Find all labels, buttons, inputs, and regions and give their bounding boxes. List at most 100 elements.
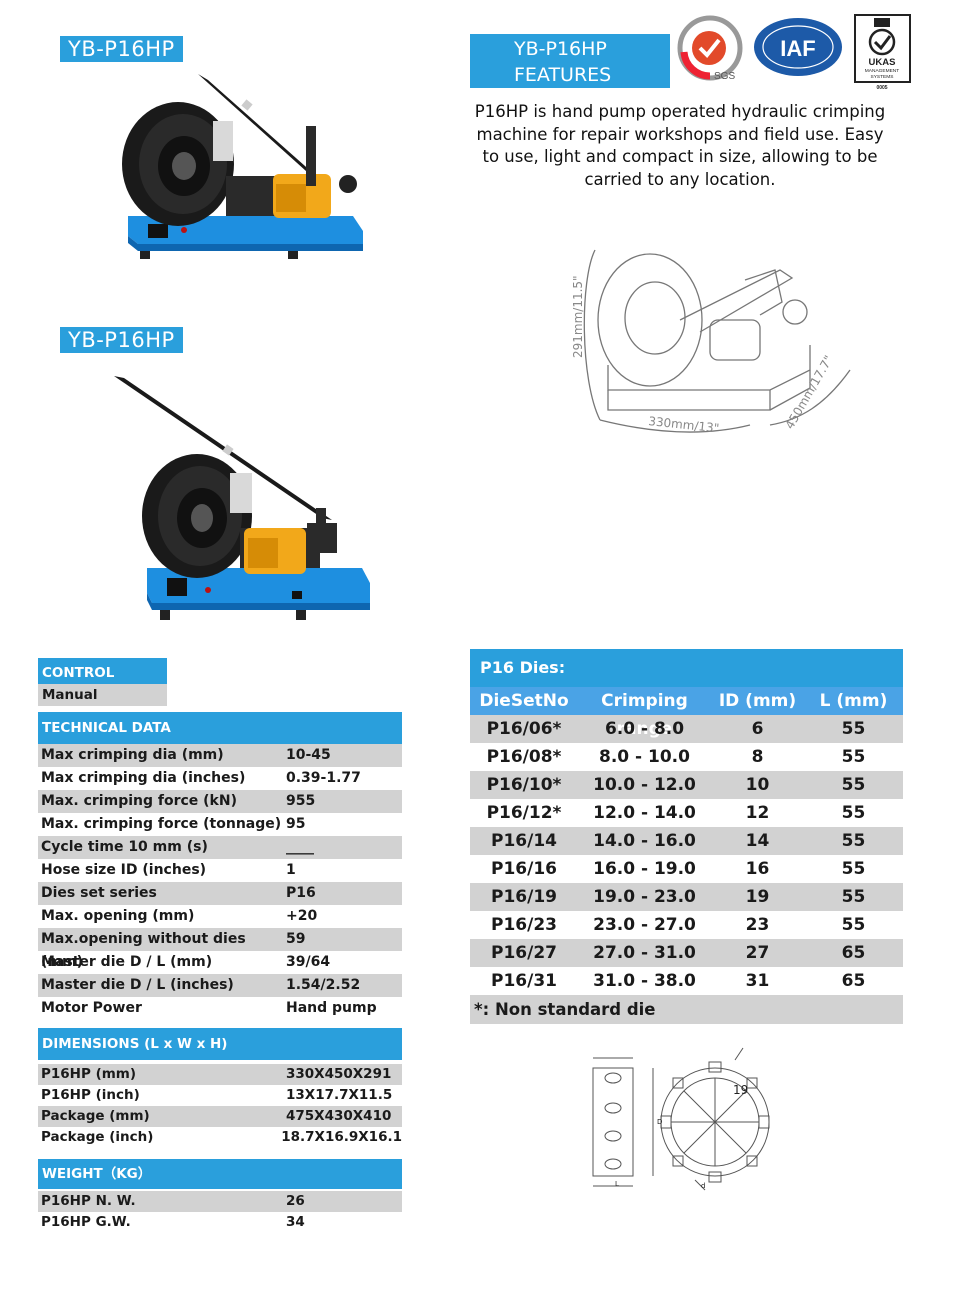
- iaf-certification-logo: IAF: [752, 16, 844, 78]
- dies-cell: P16/27: [491, 943, 557, 963]
- spec-key: P16HP (mm): [41, 1066, 137, 1082]
- spec-key: Max. crimping force (kN): [41, 793, 237, 809]
- dies-cell: 23.0 - 27.0: [593, 915, 696, 935]
- spec-key: Max.opening without dies (mm): [41, 931, 246, 970]
- spec-value: 13X17.7X11.5: [286, 1087, 393, 1103]
- dies-cell: 16: [745, 859, 770, 879]
- spec-row: P16HP G.W.34: [38, 1212, 402, 1233]
- features-title-line1: YB-P16HP: [514, 38, 607, 60]
- die-technical-drawing: 19 D L d: [585, 1040, 785, 1200]
- specification-table: CONTROL Manual TECHNICAL DATA Max crimpi…: [38, 658, 402, 1233]
- spec-key: Master die D / L (inches): [41, 977, 234, 993]
- dies-table: P16 Dies: DieSetNo Crimping range ID (mm…: [470, 649, 903, 1024]
- dies-cell: P16/12*: [486, 803, 562, 823]
- dies-cell: P16/23: [491, 915, 557, 935]
- spec-row: P16HP (inch)13X17.7X11.5: [38, 1085, 402, 1106]
- features-description: P16HP is hand pump operated hydraulic cr…: [474, 102, 886, 189]
- dies-title: P16 Dies:: [470, 649, 903, 687]
- dies-cell: 55: [841, 859, 866, 879]
- dies-cell: P16/31: [491, 971, 557, 991]
- spec-row: Master die D / L (mm) 39/64: [38, 951, 402, 974]
- spec-key: Master die D / L (mm): [41, 954, 213, 970]
- spec-key: Cycle time 10 mm (s): [41, 839, 208, 855]
- dies-cell: 31.0 - 38.0: [593, 971, 696, 991]
- spec-key: Dies set series: [41, 885, 157, 901]
- spec-row: Max. crimping force (tonnage)95: [38, 813, 402, 836]
- spec-row: Max crimping dia (mm)10-45: [38, 744, 402, 767]
- ukas-number-text: 0005: [876, 85, 887, 90]
- spec-value: 330X450X291: [286, 1066, 392, 1082]
- technical-data-header: TECHNICAL DATA: [38, 712, 402, 744]
- dies-header-row: DieSetNo Crimping range ID (mm) L (mm): [470, 687, 903, 739]
- dies-cell: 14.0 - 16.0: [593, 831, 696, 851]
- weight-header: WEIGHT（KG）: [38, 1159, 402, 1189]
- spec-value: 0.39-1.77: [286, 770, 361, 786]
- dies-footnote: *: Non standard die: [470, 995, 903, 1024]
- ukas-management-text: MANAGEMENT: [865, 68, 899, 74]
- dies-cell: P16/19: [491, 887, 557, 907]
- features-title-box: YB-P16HP FEATURES: [470, 34, 670, 88]
- height-dimension-label: 291mm/11.5": [571, 275, 585, 358]
- dies-cell: 16.0 - 19.0: [593, 859, 696, 879]
- dies-header-cell: L (mm): [819, 691, 888, 711]
- dies-cell: 12.0 - 14.0: [593, 803, 696, 823]
- dies-cell: 23: [745, 915, 770, 935]
- spec-row: Dies set series P16: [38, 882, 402, 905]
- depth-dimension-label: 450mm/17.7": [782, 353, 835, 432]
- dies-header-cell: Crimping range: [601, 691, 688, 739]
- control-header: CONTROL: [38, 658, 167, 684]
- die-small-d-label: d: [701, 1182, 705, 1190]
- table-row: P16/23 23.0 - 27.0 23 55: [470, 911, 903, 939]
- dies-cell: 10.0 - 12.0: [593, 775, 696, 795]
- machine-image-top: [118, 66, 368, 272]
- spec-row: Cycle time 10 mm (s) ____: [38, 836, 402, 859]
- spec-row: Max crimping dia (inches) 0.39-1.77: [38, 767, 402, 790]
- iaf-text: IAF: [780, 36, 815, 61]
- dies-cell: 6.0 - 8.0: [604, 719, 685, 739]
- spec-key: Max. crimping force (tonnage): [41, 816, 282, 832]
- spec-row: Package (mm)475X430X410: [38, 1106, 402, 1127]
- ukas-systems-text: SYSTEMS: [871, 74, 894, 80]
- sgs-certification-logo: SGS: [676, 14, 746, 82]
- spec-value: 95: [286, 816, 306, 832]
- dies-cell: 27.0 - 31.0: [593, 943, 696, 963]
- dies-cell: 31: [745, 971, 770, 991]
- spec-value: 34: [286, 1214, 305, 1230]
- dies-cell: 14: [745, 831, 770, 851]
- dies-cell: 10: [745, 775, 770, 795]
- spec-value: P16: [286, 885, 316, 901]
- spec-value: 955: [286, 793, 316, 809]
- spec-key: Hose size ID (inches): [41, 862, 207, 878]
- spec-value: +20: [286, 908, 318, 924]
- dies-cell: 12: [745, 803, 770, 823]
- spec-value: ____: [286, 839, 314, 855]
- spec-value: 39/64: [286, 954, 331, 970]
- dies-cell: 8.0 - 10.0: [599, 747, 690, 767]
- spec-value: 18.7X16.9X16.1: [281, 1129, 402, 1145]
- dies-cell: 65: [841, 971, 866, 991]
- spec-row: Max.opening without dies (mm)59: [38, 928, 402, 970]
- dies-cell: 65: [841, 943, 866, 963]
- spec-key: P16HP N. W.: [41, 1193, 136, 1209]
- dies-cell: 55: [841, 915, 866, 935]
- spec-row: Max. crimping force (kN) 955: [38, 790, 402, 813]
- spec-row: P16HP N. W.26: [38, 1191, 402, 1212]
- dies-header-cell: DieSetNo: [479, 691, 569, 711]
- spec-row: Hose size ID (inches)1: [38, 859, 402, 882]
- dimension-drawing: 291mm/11.5" 330mm/13" 450mm/17.7": [560, 240, 860, 445]
- spec-key: Max crimping dia (inches): [41, 770, 246, 786]
- die-d-label: D: [657, 1118, 662, 1126]
- sgs-text: SGS: [714, 71, 735, 82]
- spec-value: 10-45: [286, 747, 331, 763]
- features-title-line2: FEATURES: [514, 64, 612, 86]
- dies-cell: P16/10*: [486, 775, 562, 795]
- dies-cell: 55: [841, 831, 866, 851]
- spec-key: Package (inch): [41, 1129, 154, 1145]
- spec-value: 1.54/2.52: [286, 977, 361, 993]
- dies-cell: 27: [745, 943, 770, 963]
- dimensions-header: DIMENSIONS (L x W x H): [38, 1028, 402, 1060]
